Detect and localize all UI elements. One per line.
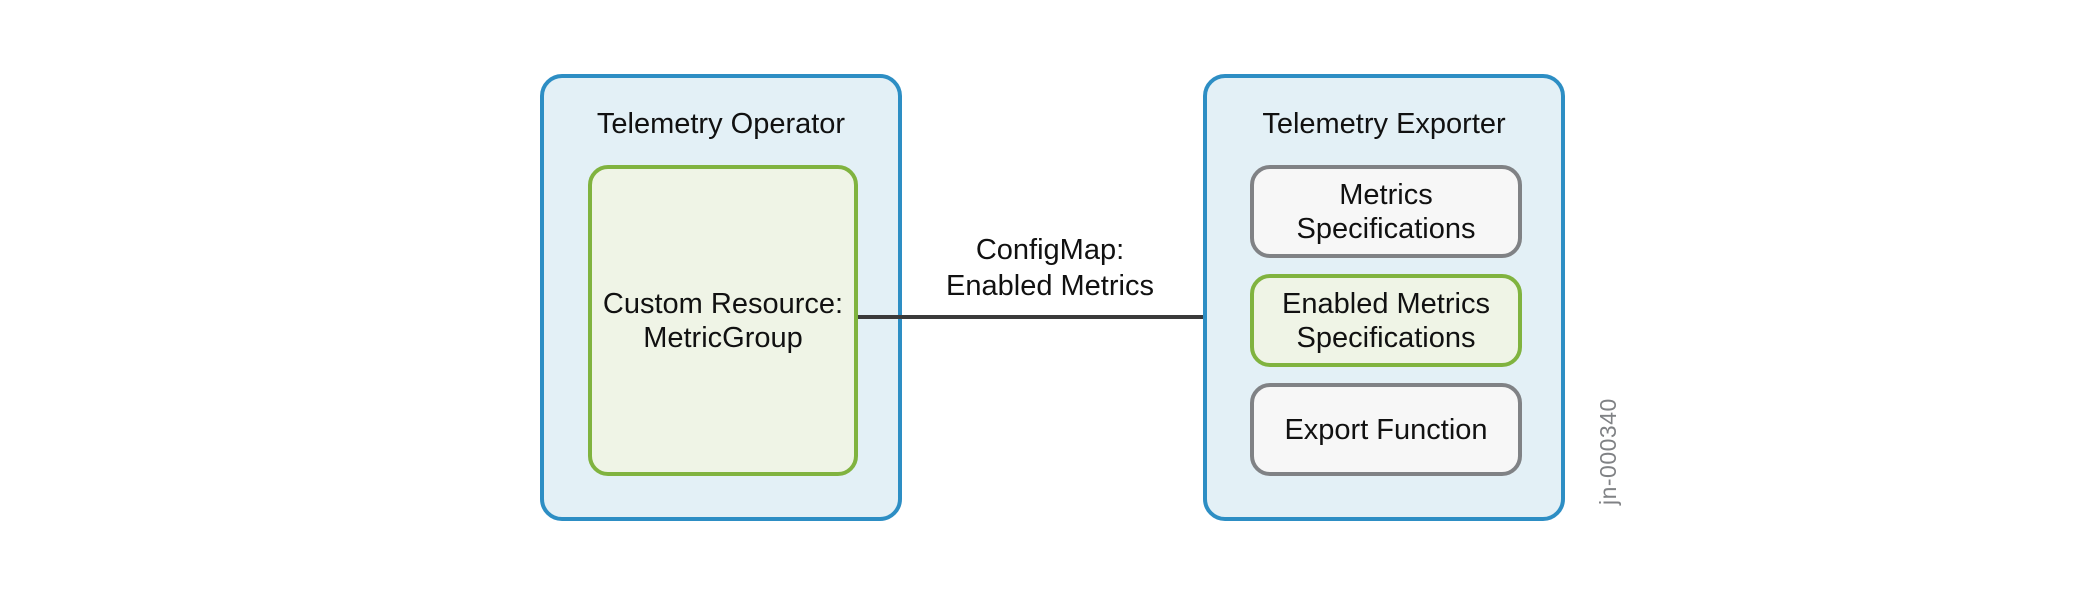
custom-resource-label: Custom Resource: [602,287,844,320]
configmap-label: ConfigMap: Enabled Metrics [930,232,1170,304]
configmap-label-line1: ConfigMap: [975,234,1125,266]
metrics-specifications-box: Metrics Specifications [1250,165,1522,258]
metrics-specifications-line1: Metrics [1339,178,1433,211]
telemetry-operator-box: Telemetry Operator Custom Resource: Metr… [540,74,902,521]
telemetry-operator-title: Telemetry Operator [596,108,846,140]
enabled-metrics-specifications-line1: Enabled Metrics [1282,287,1490,320]
custom-resource-box: Custom Resource: MetricGroup [588,165,858,476]
metricgroup-label: MetricGroup [643,321,803,354]
export-function-label: Export Function [1284,413,1488,446]
metrics-specifications-line2: Specifications [1296,212,1476,245]
telemetry-exporter-box: Telemetry Exporter Metrics Specification… [1203,74,1565,521]
enabled-metrics-specifications-box: Enabled Metrics Specifications [1250,274,1522,367]
enabled-metrics-specifications-line2: Specifications [1296,321,1476,354]
configmap-label-line2: Enabled Metrics [946,270,1154,302]
telemetry-exporter-title: Telemetry Exporter [1262,108,1506,140]
figure-id: jn-000340 [1595,398,1621,505]
export-function-box: Export Function [1250,383,1522,476]
